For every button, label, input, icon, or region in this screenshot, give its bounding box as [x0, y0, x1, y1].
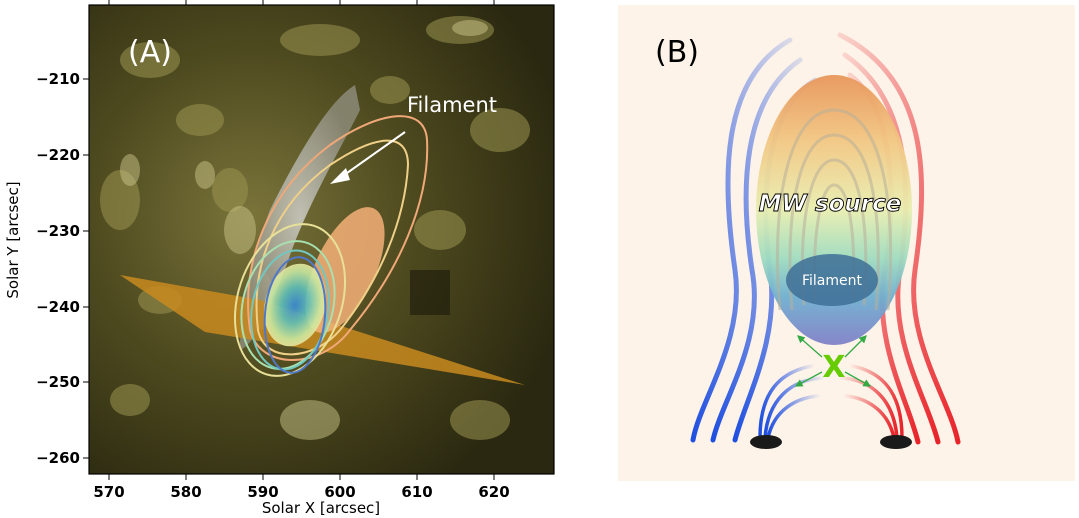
- reconnection-arrows: [794, 335, 872, 387]
- y-tick-label: −220: [36, 146, 80, 164]
- y-tick-label: −260: [36, 449, 80, 467]
- y-tick-label: −230: [36, 222, 80, 240]
- panel-b: (B) Filament MW source: [618, 5, 1075, 481]
- panel-a-label: (A): [128, 35, 172, 70]
- x-ticks: 570 580 590 600 610 620: [93, 0, 510, 501]
- panel-b-label: (B): [655, 35, 699, 70]
- y-ticks: −210 −220 −230 −240 −250 −260: [36, 70, 89, 467]
- y-tick-label: −210: [36, 70, 80, 88]
- x-tick-label: 590: [247, 483, 278, 501]
- y-axis-label: Solar Y [arcsec]: [4, 181, 22, 298]
- x-tick-label: 580: [170, 483, 201, 501]
- footpoint-left: [750, 435, 782, 449]
- y-tick-label: −240: [36, 298, 80, 316]
- x-tick-label: 570: [93, 483, 124, 501]
- x-tick-label: 620: [478, 483, 509, 501]
- filament-label: Filament: [802, 273, 863, 289]
- x-axis-label: Solar X [arcsec]: [262, 499, 380, 517]
- x-tick-label: 600: [324, 483, 355, 501]
- mw-source-core: [264, 263, 326, 347]
- filament-arrowhead: [330, 168, 350, 184]
- filament-arrow: [339, 131, 406, 179]
- y-tick-label: −250: [36, 373, 80, 391]
- footpoint-right: [880, 435, 912, 449]
- inner-loops: [775, 108, 893, 311]
- x-point-marker: X: [822, 350, 845, 385]
- solar-image: [89, 5, 554, 474]
- x-tick-label: 610: [401, 483, 432, 501]
- panel-a: Filament (A) 570 580 590 600 610 620 −210 −220…: [4, 0, 555, 517]
- lower-loops: [758, 364, 904, 440]
- plot-frame: [88, 4, 555, 475]
- filament-annotation: Filament: [407, 93, 497, 117]
- mw-source-label: MW source: [759, 191, 902, 217]
- filament-blob: [786, 254, 878, 306]
